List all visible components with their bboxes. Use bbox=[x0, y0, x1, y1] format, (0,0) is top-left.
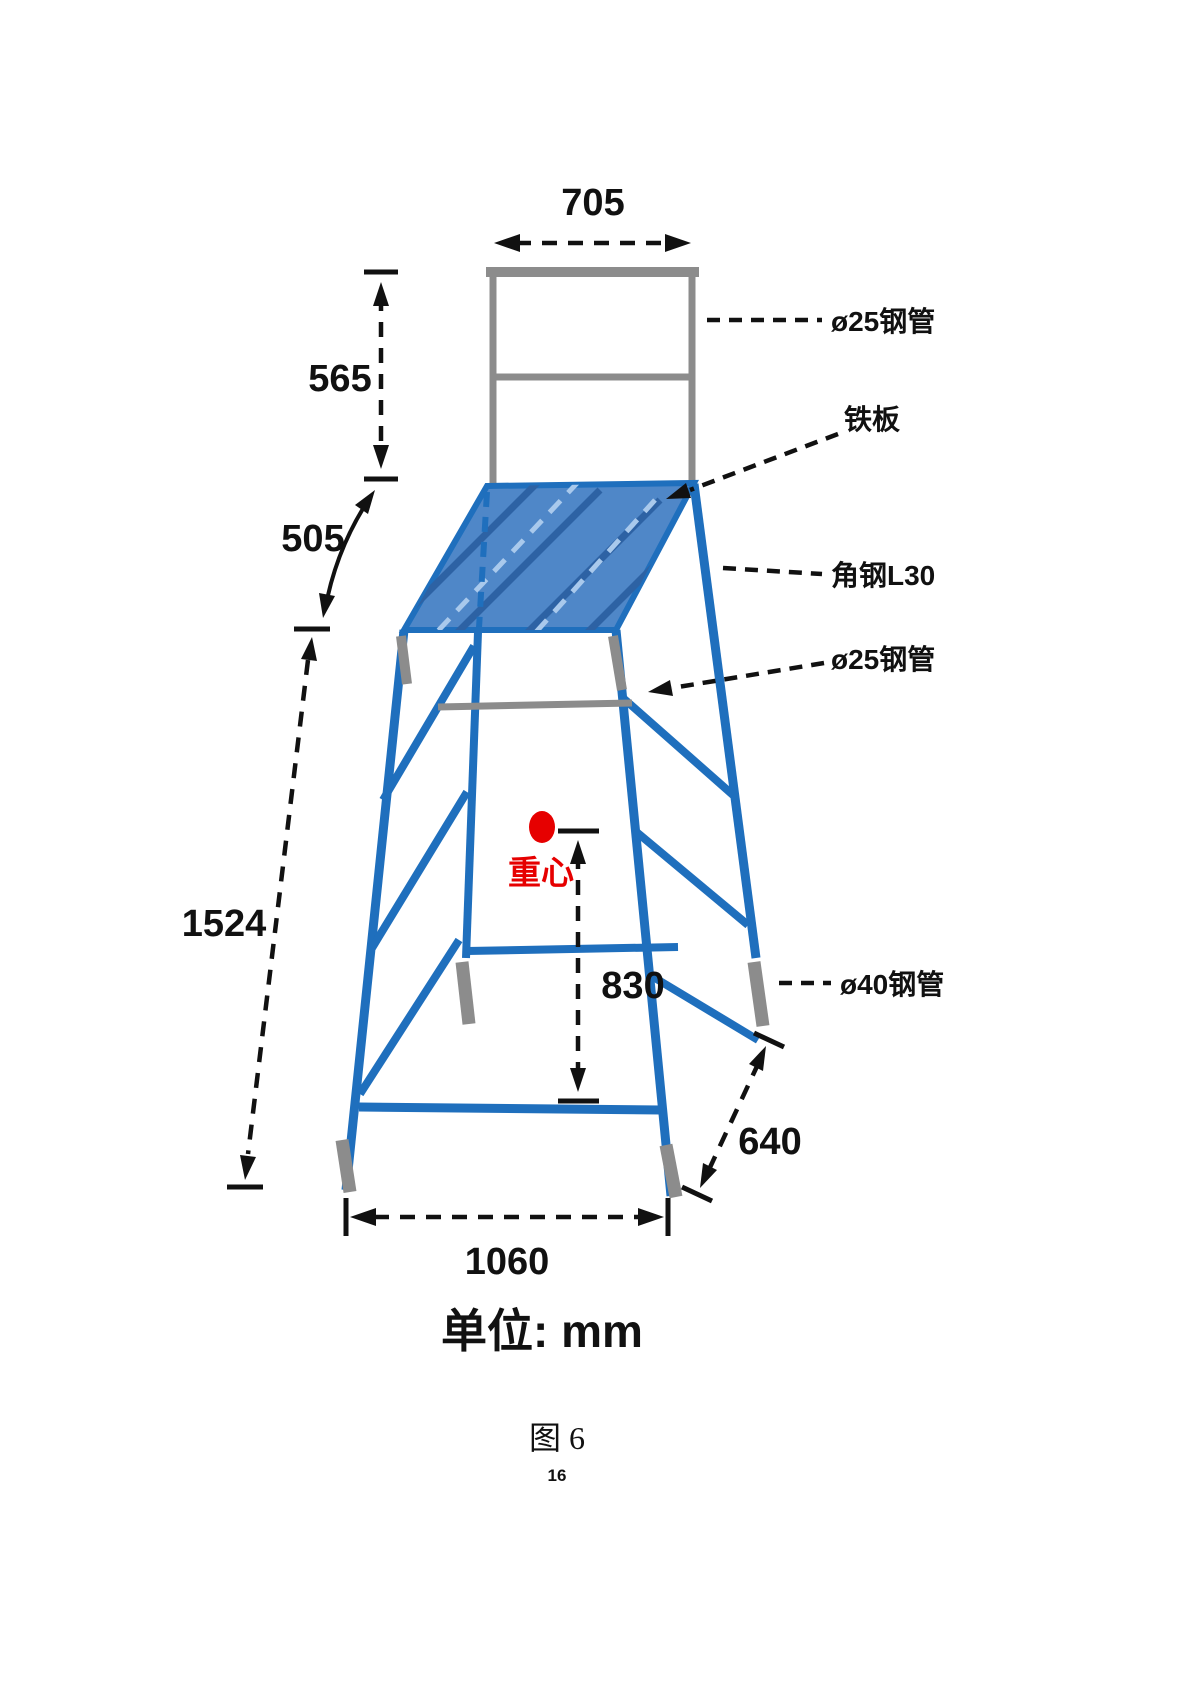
leader-line bbox=[722, 565, 823, 577]
part-label: ø25钢管 bbox=[831, 643, 935, 675]
dimension-base-width: 1060 bbox=[343, 1198, 671, 1283]
right-tube-connector bbox=[608, 635, 627, 691]
unit-label: 单位: mm bbox=[441, 1305, 643, 1357]
part-label: 角钢L30 bbox=[831, 559, 935, 591]
dim-value: 1524 bbox=[182, 903, 267, 945]
rear-rung bbox=[466, 943, 679, 955]
dim-value: 565 bbox=[308, 358, 371, 400]
label-angle-steel: 角钢L30 bbox=[722, 559, 935, 591]
right-brace bbox=[620, 694, 736, 799]
part-label: ø25钢管 bbox=[831, 305, 935, 337]
plate-stripe-dashed bbox=[418, 483, 582, 630]
dimension-cg-height: 830 bbox=[558, 828, 665, 1104]
arrowhead-right bbox=[638, 1208, 664, 1226]
arrowhead-down bbox=[570, 1068, 586, 1092]
left-tube-connector bbox=[396, 635, 412, 685]
plate-stripe bbox=[427, 487, 603, 630]
cg-dot bbox=[529, 811, 555, 843]
dimension-platform-offset: 505 bbox=[281, 490, 375, 618]
dim-tick bbox=[680, 1184, 714, 1204]
right-brace bbox=[647, 971, 761, 1044]
leader-arrowhead bbox=[648, 680, 673, 696]
back-right-foot bbox=[747, 961, 770, 1027]
platform-plate bbox=[398, 479, 700, 633]
arrowhead-down bbox=[319, 593, 335, 618]
arrowhead-up bbox=[749, 1046, 766, 1071]
figure-caption: 图 6 bbox=[529, 1420, 585, 1456]
front-left-leg bbox=[341, 629, 409, 1191]
arrowhead-left bbox=[350, 1208, 376, 1226]
arrowhead-left bbox=[494, 234, 520, 252]
dimension-top-width: 705 bbox=[494, 182, 691, 252]
arrowhead-down bbox=[373, 445, 389, 469]
arrowhead-down bbox=[700, 1163, 717, 1188]
dim-value: 705 bbox=[561, 182, 624, 224]
dim-line bbox=[245, 659, 311, 1155]
mid-gray-bar bbox=[437, 699, 633, 711]
dim-line bbox=[703, 1061, 762, 1177]
dim-value: 1060 bbox=[465, 1241, 550, 1283]
gray-tubes bbox=[396, 635, 633, 711]
arrowhead-up bbox=[301, 637, 317, 661]
dim-tick bbox=[752, 1030, 786, 1050]
front-right-foot bbox=[659, 1143, 683, 1199]
braces bbox=[356, 643, 761, 1115]
legs bbox=[341, 483, 761, 1197]
dimension-base-depth: 640 bbox=[680, 1030, 802, 1204]
hidden-leg-edge bbox=[476, 491, 490, 629]
back-right-leg bbox=[689, 483, 761, 959]
label-top-tube: ø25钢管 bbox=[707, 305, 935, 337]
leader-line bbox=[671, 660, 825, 691]
cg-label: 重心 bbox=[508, 854, 574, 891]
front-left-foot bbox=[335, 1139, 357, 1193]
arrowhead-right bbox=[665, 234, 691, 252]
dim-value: 830 bbox=[601, 965, 664, 1007]
label-foot-tube: ø40钢管 bbox=[779, 968, 944, 1000]
feet bbox=[335, 961, 770, 1199]
left-brace bbox=[356, 937, 463, 1097]
back-left-foot bbox=[455, 961, 476, 1025]
front-right-leg bbox=[611, 629, 676, 1197]
leader-arrowhead bbox=[666, 483, 691, 499]
arrowhead-up bbox=[373, 282, 389, 306]
label-iron-plate: 铁板 bbox=[666, 404, 900, 499]
label-mid-tube: ø25钢管 bbox=[648, 643, 935, 696]
part-label: ø40钢管 bbox=[840, 968, 944, 1000]
arrowhead-down bbox=[240, 1155, 256, 1180]
center-of-gravity: 重心 bbox=[508, 811, 574, 891]
dim-value: 640 bbox=[738, 1121, 801, 1163]
dimension-backrest-height: 565 bbox=[308, 269, 398, 482]
arrowhead-up bbox=[355, 490, 375, 514]
part-label: 铁板 bbox=[844, 404, 900, 435]
dim-value: 505 bbox=[281, 518, 344, 560]
plate-stripe-dashed bbox=[498, 498, 657, 630]
backrest-frame bbox=[486, 267, 699, 484]
arrowhead-up bbox=[570, 840, 586, 864]
front-rung bbox=[358, 1102, 662, 1115]
leader-line bbox=[689, 431, 839, 493]
right-brace bbox=[631, 826, 751, 929]
left-brace bbox=[368, 789, 471, 951]
back-left-leg bbox=[462, 631, 482, 959]
left-brace bbox=[379, 643, 478, 803]
page-number: 16 bbox=[548, 1466, 567, 1485]
dimension-overall-height: 1524 bbox=[182, 626, 330, 1190]
